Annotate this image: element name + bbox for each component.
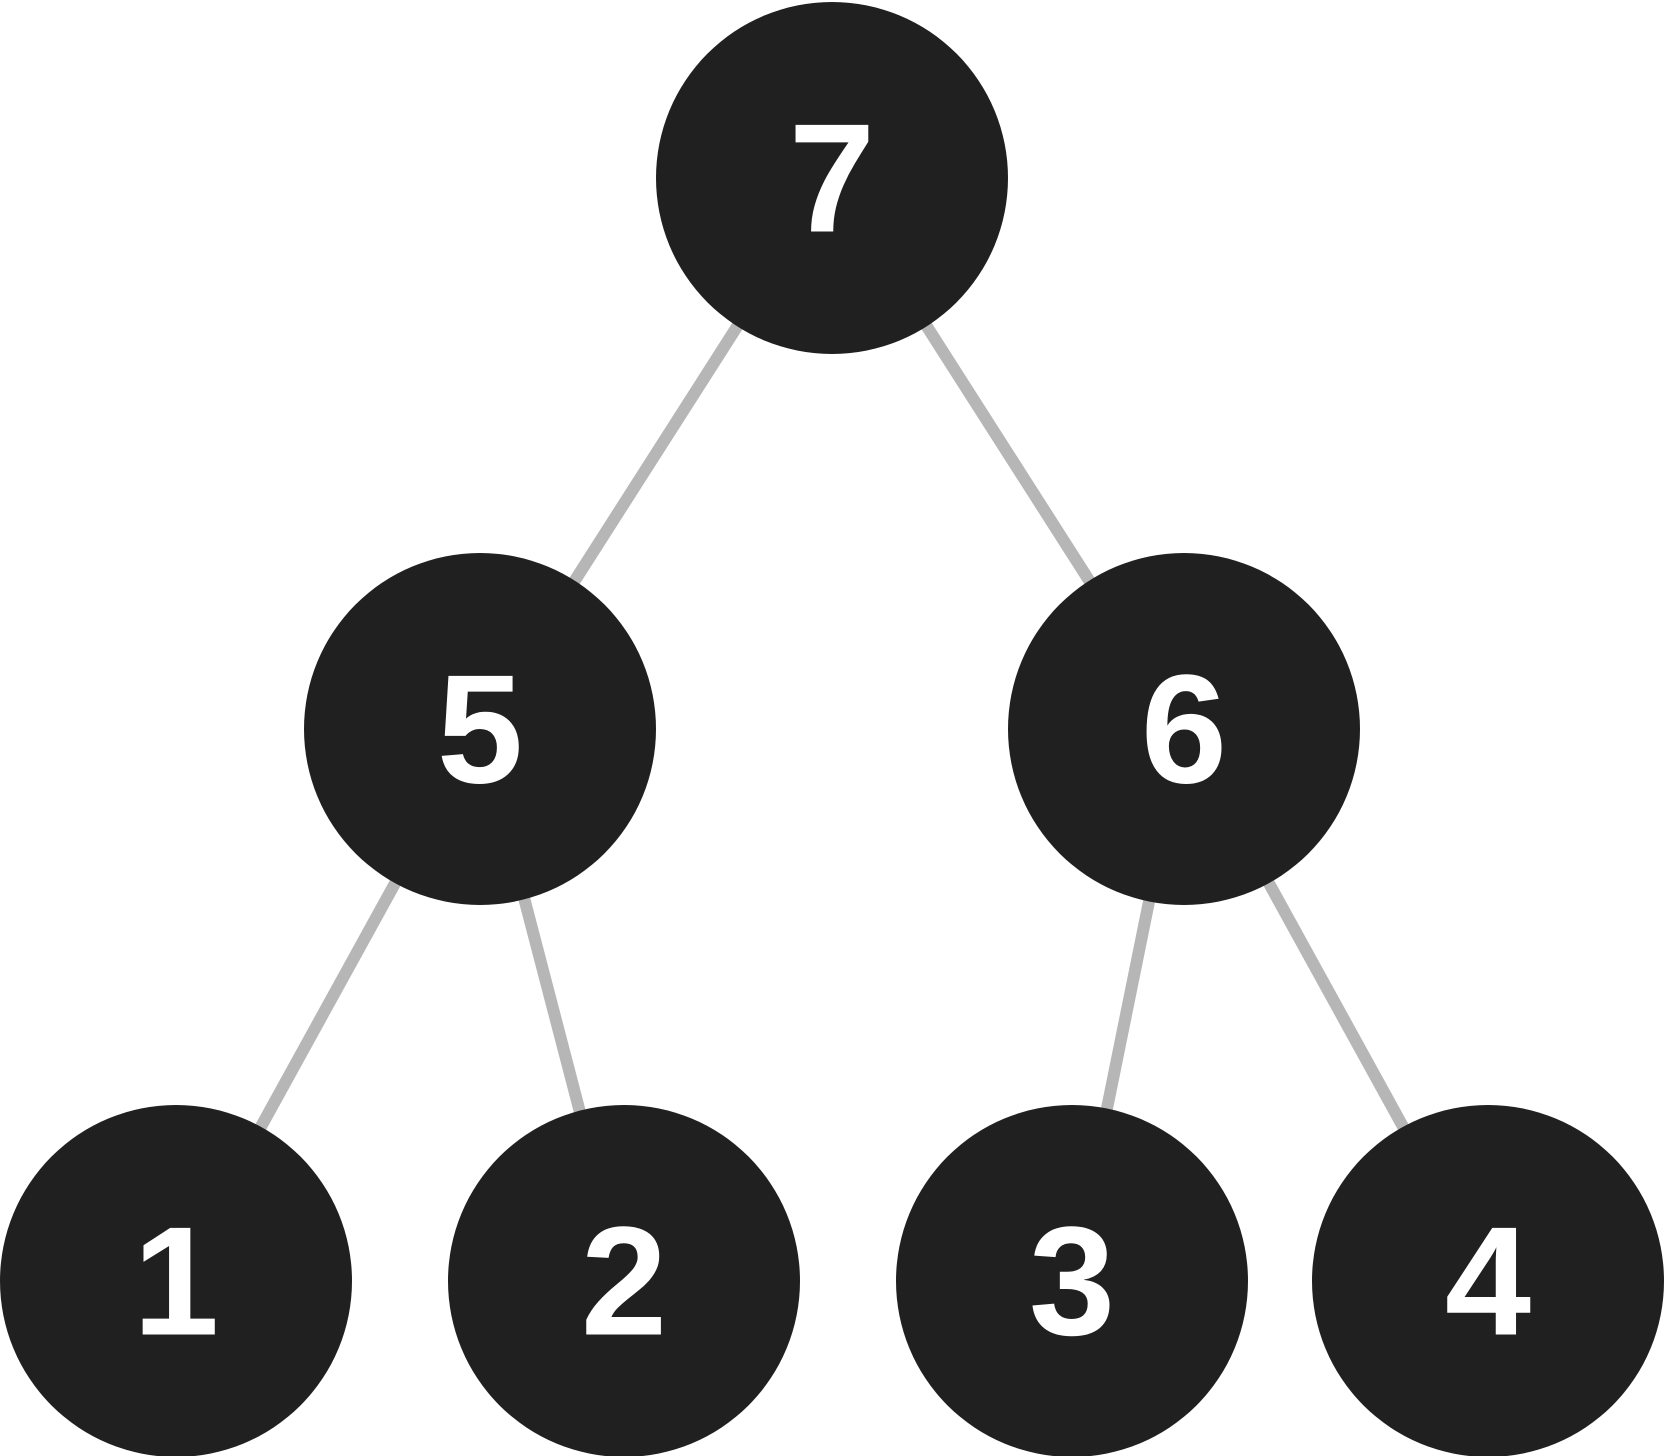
node-circle: [448, 1105, 800, 1456]
tree-node-2: 2: [448, 1105, 800, 1456]
edge-6-3: [1096, 873, 1160, 1137]
node-label: 3: [1029, 1195, 1115, 1368]
node-circle: [0, 1105, 352, 1456]
node-label: 1: [133, 1195, 219, 1368]
node-circle: [896, 1105, 1248, 1456]
node-circle: [304, 553, 656, 905]
tree-node-6: 6: [1008, 553, 1360, 905]
tree-node-4: 4: [1312, 1105, 1664, 1456]
tree-node-1: 1: [0, 1105, 352, 1456]
edge-7-6: [908, 301, 1108, 606]
node-circle: [1312, 1105, 1664, 1456]
tree-node-7: 7: [656, 2, 1008, 354]
edge-5-2: [512, 872, 592, 1138]
node-label: 7: [789, 92, 875, 265]
tree-node-3: 3: [896, 1105, 1248, 1456]
node-circle: [1008, 553, 1360, 905]
edge-5-1: [244, 857, 412, 1153]
node-label: 6: [1141, 643, 1227, 816]
edge-7-5: [556, 301, 756, 606]
edges-group: [244, 301, 1420, 1153]
edge-6-4: [1252, 857, 1420, 1153]
node-label: 5: [437, 643, 523, 816]
tree-node-5: 5: [304, 553, 656, 905]
node-label: 2: [581, 1195, 667, 1368]
node-circle: [656, 2, 1008, 354]
node-label: 4: [1445, 1195, 1531, 1368]
